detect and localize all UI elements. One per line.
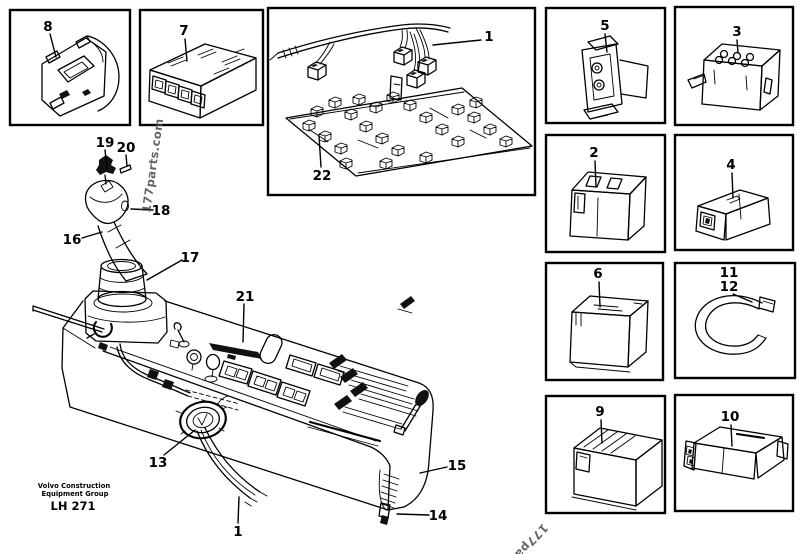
callout-5: 5	[600, 18, 609, 34]
callout-22: 22	[313, 168, 332, 184]
callout-9: 9	[595, 404, 604, 420]
callout-1-harness: 1	[484, 29, 493, 45]
footer: Volvo Construction Equipment Group LH 27…	[38, 482, 111, 513]
leader-11-12	[732, 293, 753, 303]
callout-16: 16	[63, 232, 82, 248]
part-8-connector-drawing	[41, 35, 120, 117]
part-6-relay-drawing	[569, 295, 649, 373]
leader-9	[600, 419, 603, 444]
callout-12: 12	[720, 279, 739, 295]
panel-slot-21	[209, 343, 262, 359]
part-3-relay-drawing	[687, 43, 781, 111]
blank-plates	[285, 354, 345, 386]
inset-box-4: 4	[673, 133, 795, 252]
callout-4: 4	[726, 157, 735, 173]
callout-11: 11	[720, 265, 739, 281]
plug-14	[378, 502, 391, 525]
callout-13: 13	[149, 455, 168, 471]
grip-rocker-switch	[121, 200, 129, 212]
callout-1-cable: 1	[233, 524, 242, 540]
callout-15: 15	[448, 458, 467, 474]
callout-19: 19	[96, 135, 115, 151]
console-drawing	[32, 155, 434, 525]
inset-box-3: 3	[673, 5, 795, 127]
right-end-grooves	[378, 469, 400, 511]
callout-17: 17	[181, 250, 200, 266]
drawing-number: LH 271	[51, 499, 96, 513]
callout-20: 20	[117, 140, 136, 156]
far-edge-paddle	[400, 296, 415, 309]
toggle-levers	[307, 354, 419, 447]
leader-1-harness	[432, 39, 482, 46]
part-11-12-hose-loop-drawing	[694, 295, 776, 355]
brand-line-1: Volvo Construction	[38, 482, 111, 490]
leader-3	[736, 39, 739, 54]
callout-8: 8	[43, 19, 52, 35]
leader-7	[184, 38, 188, 62]
part-5-bracket-connector-drawing	[581, 35, 649, 120]
pin-20	[119, 164, 132, 174]
rocker-switch-panels	[218, 360, 311, 407]
inset-box-2: 2	[544, 133, 667, 254]
callout-3: 3	[732, 24, 741, 40]
panel-small-lever	[169, 322, 190, 349]
inset-box-harness-board: 1 22	[266, 6, 537, 197]
leader-5	[604, 33, 608, 53]
part-10-connector-drawing	[683, 426, 789, 480]
callout-21: 21	[236, 289, 255, 305]
side-lever	[393, 389, 429, 436]
callout-7: 7	[179, 23, 188, 39]
callout-14: 14	[429, 508, 448, 524]
leader-6	[598, 281, 601, 308]
inset-box-11-12: 11 12	[673, 261, 797, 380]
callout-18: 18	[152, 203, 171, 219]
inset-box-7: 7	[138, 8, 265, 127]
joystick-grip	[84, 179, 148, 282]
part-4-connector-drawing	[695, 189, 771, 241]
watermark-center: 177parts.com	[139, 117, 166, 213]
panel-knobs	[186, 349, 221, 383]
leader-10	[730, 424, 733, 447]
leader-8	[49, 33, 57, 58]
inset-box-6: 6	[544, 261, 665, 382]
leader-2	[594, 160, 597, 188]
callout-10: 10	[721, 409, 740, 425]
console-callouts: 19 20 18 16 17 21 13 1 15 14	[63, 135, 467, 540]
inset-box-8: 8	[8, 8, 132, 127]
inset-box-10: 10	[673, 393, 795, 513]
part-1-wiring-harness-drawing	[269, 23, 451, 89]
callout-6: 6	[593, 266, 602, 282]
part-2-relay-drawing	[569, 171, 647, 241]
panel-roller	[259, 334, 283, 364]
socket-13	[175, 395, 229, 440]
watermark-bottom-right: 177parts.com	[476, 521, 551, 554]
leader-22	[318, 135, 322, 168]
brand-line-2: Equipment Group	[42, 490, 109, 498]
callout-2: 2	[589, 145, 598, 161]
joystick-boot	[97, 258, 147, 308]
part-9-relay-drawing	[571, 427, 663, 511]
hose-clamp	[92, 320, 113, 338]
inset-box-9: 9	[544, 394, 667, 515]
leader-4	[731, 172, 734, 199]
inset-box-5: 5	[544, 6, 667, 125]
console-cables	[196, 427, 268, 507]
